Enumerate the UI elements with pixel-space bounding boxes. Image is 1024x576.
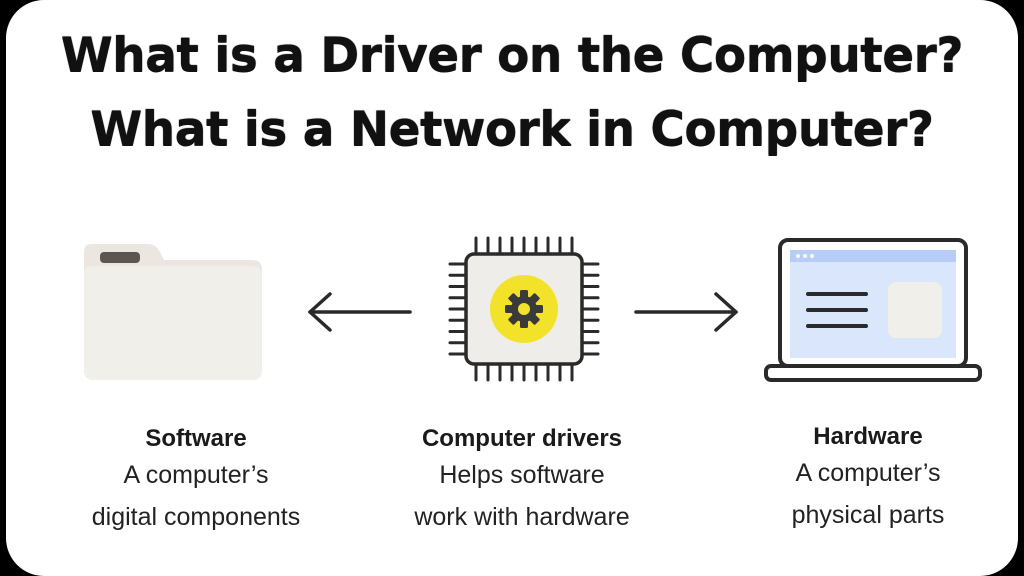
drivers-caption: Computer drivers Helps software work wit… [362,424,682,538]
gear-tooth [520,318,528,328]
gear-tooth [508,293,520,305]
gear-tooth [533,305,543,313]
gear-tooth [505,305,515,313]
drivers-heading: Computer drivers [421,425,623,452]
software-desc-line-1: A computer’s [123,461,269,489]
gear-tooth [508,313,520,325]
chip-gear-icon [448,236,600,382]
title-line-2: What is a Network in Computer? [90,102,934,157]
hardware-caption: Hardware A computer’s physical parts [718,422,1018,536]
drivers-desc-line-1: Helps software [439,461,605,489]
gear-tooth [520,290,528,300]
laptop-icon [764,238,982,382]
diagram-canvas: What is a Driver on the Computer? What i… [6,0,1018,576]
title-line-1: What is a Driver on the Computer? [60,28,964,83]
hardware-desc-line-1: A computer’s [795,459,941,487]
software-desc-line-2: digital components [91,503,301,531]
gear-tooth [528,313,540,325]
folder-icon [84,244,262,380]
software-caption: Software A computer’s digital components [36,424,356,538]
software-heading: Software [145,425,247,452]
hardware-desc-line-2: physical parts [791,501,945,529]
arrow-right-icon [634,292,738,332]
gear-tooth [528,293,540,305]
arrow-left-icon [308,292,412,332]
hardware-heading: Hardware [813,423,923,450]
drivers-desc-line-2: work with hardware [414,503,630,531]
